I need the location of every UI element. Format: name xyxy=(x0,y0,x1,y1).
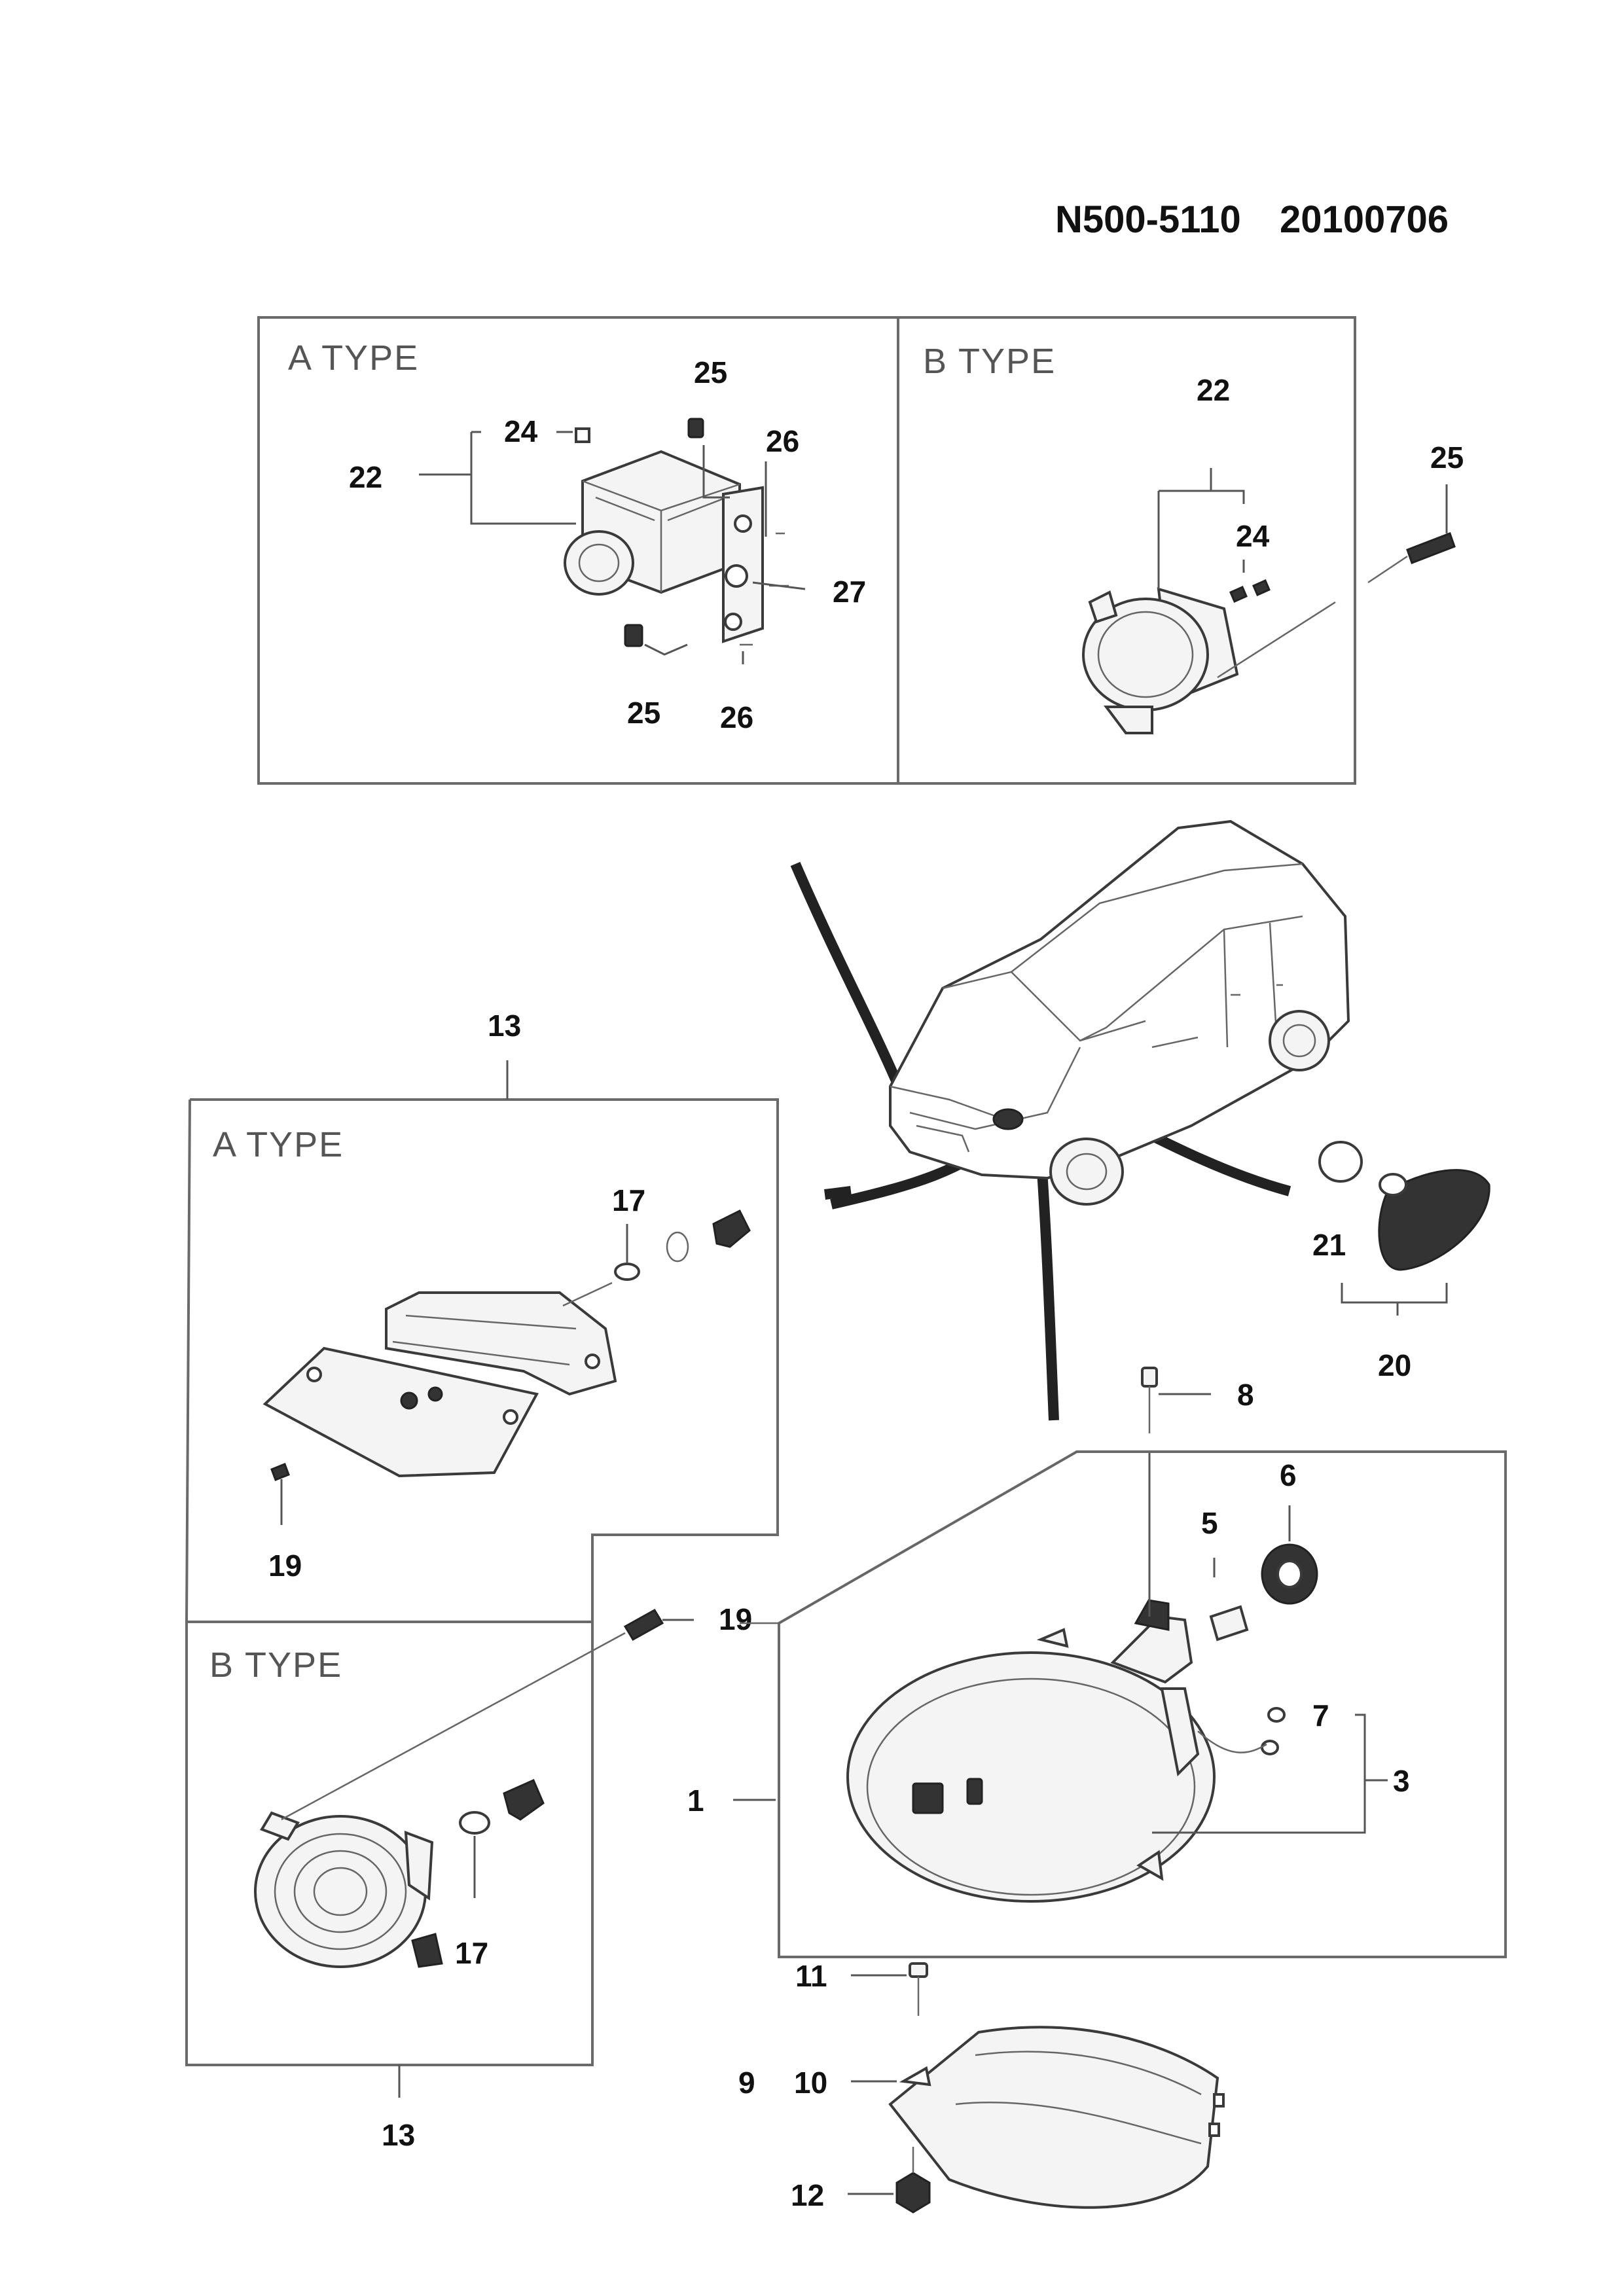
side-b-type-label: B TYPE xyxy=(209,1645,342,1685)
callout-26: 26 xyxy=(766,424,799,458)
side-a-type-label: A TYPE xyxy=(213,1125,344,1164)
head-lamp-icon xyxy=(733,1367,1388,1903)
fog-a-type-label: A TYPE xyxy=(288,338,419,378)
callout-7: 7 xyxy=(1312,1698,1329,1732)
fog-lamp-panel: A TYPE B TYPE xyxy=(257,316,1356,785)
callout-25: 25 xyxy=(627,696,660,730)
callout-6: 6 xyxy=(1280,1458,1297,1492)
fog-lamp-b-icon xyxy=(1082,468,1456,734)
side-lamp-icon xyxy=(1318,1141,1490,1316)
callout-8: 8 xyxy=(1237,1378,1254,1412)
corner-trim-icon xyxy=(848,1962,1225,2214)
callout-22: 22 xyxy=(1197,373,1230,407)
callout-19: 19 xyxy=(719,1602,752,1636)
diagram-code: N500-5110 xyxy=(1055,198,1241,241)
callout-12: 12 xyxy=(791,2178,824,2212)
callout-19: 19 xyxy=(268,1549,302,1583)
callout-9: 9 xyxy=(738,2066,755,2100)
diagram-date: 20100706 xyxy=(1280,198,1449,241)
side-marker-b-icon xyxy=(254,1608,694,1968)
callout-22: 22 xyxy=(349,460,382,494)
side-marker-a-icon xyxy=(262,1209,751,1525)
car-outline-icon xyxy=(790,819,1350,1421)
fog-b-type-label: B TYPE xyxy=(923,342,1056,381)
callout-1: 1 xyxy=(687,1784,704,1818)
callout-20: 20 xyxy=(1378,1348,1411,1382)
callout-24: 24 xyxy=(504,414,538,448)
callout-25: 25 xyxy=(1430,440,1464,475)
fog-lamp-a-icon xyxy=(419,418,806,664)
callout-17: 17 xyxy=(612,1183,645,1217)
callout-5: 5 xyxy=(1201,1506,1218,1540)
callout-10: 10 xyxy=(794,2066,827,2100)
side-marker-panel: A TYPE B TYPE xyxy=(185,1060,779,2098)
callout-3: 3 xyxy=(1393,1764,1410,1798)
callout-21: 21 xyxy=(1312,1228,1346,1262)
callout-17: 17 xyxy=(455,1936,488,1970)
callout-27: 27 xyxy=(833,575,866,609)
callout-13: 13 xyxy=(382,2118,415,2152)
fog-lamp-frame xyxy=(257,316,1356,785)
callout-26: 26 xyxy=(720,700,753,734)
callout-24: 24 xyxy=(1236,519,1270,553)
callout-11: 11 xyxy=(795,1959,827,1993)
callout-25: 25 xyxy=(694,355,727,389)
callout-13: 13 xyxy=(488,1009,521,1043)
